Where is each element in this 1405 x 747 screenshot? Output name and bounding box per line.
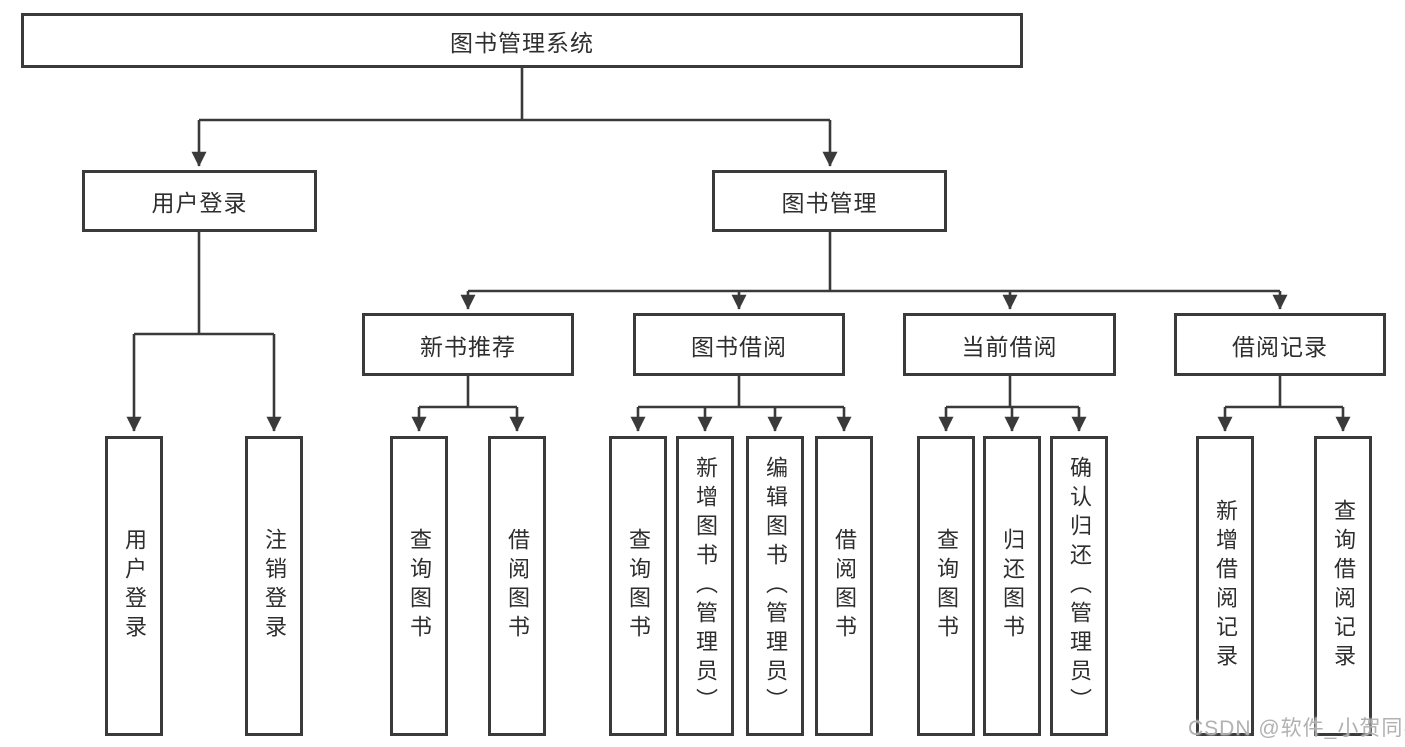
node-label: 新书推荐	[420, 333, 516, 360]
node-label: 注销登录	[262, 528, 287, 644]
node-current-borrowing: 当前借阅	[903, 313, 1116, 376]
node-label: 查询图书	[934, 528, 959, 644]
leaf-return-books: 归还图书	[983, 436, 1041, 736]
node-label: 图书借阅	[691, 333, 787, 360]
node-label: 借阅记录	[1232, 333, 1328, 360]
node-label: 归还图书	[1000, 528, 1025, 644]
leaf-borrow-books-newbook: 借阅图书	[488, 436, 546, 736]
leaf-search-books-borrowing: 查询图书	[609, 436, 667, 736]
node-label: 用户登录	[122, 528, 147, 644]
leaf-logout: 注销登录	[245, 436, 303, 736]
csdn-watermark: CSDN @软件_小贺同学	[1188, 717, 1405, 740]
node-user-login: 用户登录	[82, 170, 317, 232]
node-label: 当前借阅	[961, 333, 1058, 360]
node-label: 查询图书	[626, 528, 651, 644]
node-label: 图书管理系统	[450, 29, 594, 56]
leaf-add-books-admin: 新增图书（管理员）	[676, 436, 734, 736]
node-label: 图书管理	[781, 190, 878, 216]
node-label: 查询借阅记录	[1331, 499, 1356, 673]
leaf-confirm-return-admin: 确认归还（管理员）	[1050, 436, 1108, 736]
node-label: 用户登录	[151, 190, 248, 216]
leaf-search-books-current: 查询图书	[917, 436, 975, 736]
node-borrowing-records: 借阅记录	[1174, 313, 1386, 376]
node-label: 新增图书（管理员）	[693, 455, 718, 717]
node-library-management-system: 图书管理系统	[21, 13, 1023, 68]
node-label: 借阅图书	[832, 528, 857, 644]
leaf-search-borrow-record: 查询借阅记录	[1314, 436, 1372, 736]
node-new-book-recommendation: 新书推荐	[362, 313, 574, 376]
node-label: 确认归还（管理员）	[1067, 455, 1092, 717]
leaf-user-login: 用户登录	[105, 436, 163, 736]
node-label: 编辑图书（管理员）	[763, 455, 788, 717]
leaf-edit-books-admin: 编辑图书（管理员）	[746, 436, 804, 736]
node-label: 借阅图书	[505, 528, 530, 644]
leaf-search-books-newbook: 查询图书	[390, 436, 448, 736]
node-book-borrowing: 图书借阅	[633, 313, 845, 376]
node-label: 查询图书	[407, 528, 432, 644]
node-label: 新增借阅记录	[1213, 499, 1238, 673]
node-book-management: 图书管理	[712, 170, 947, 232]
leaf-add-borrow-record: 新增借阅记录	[1196, 436, 1254, 736]
leaf-borrow-books-borrowing: 借阅图书	[815, 436, 873, 736]
